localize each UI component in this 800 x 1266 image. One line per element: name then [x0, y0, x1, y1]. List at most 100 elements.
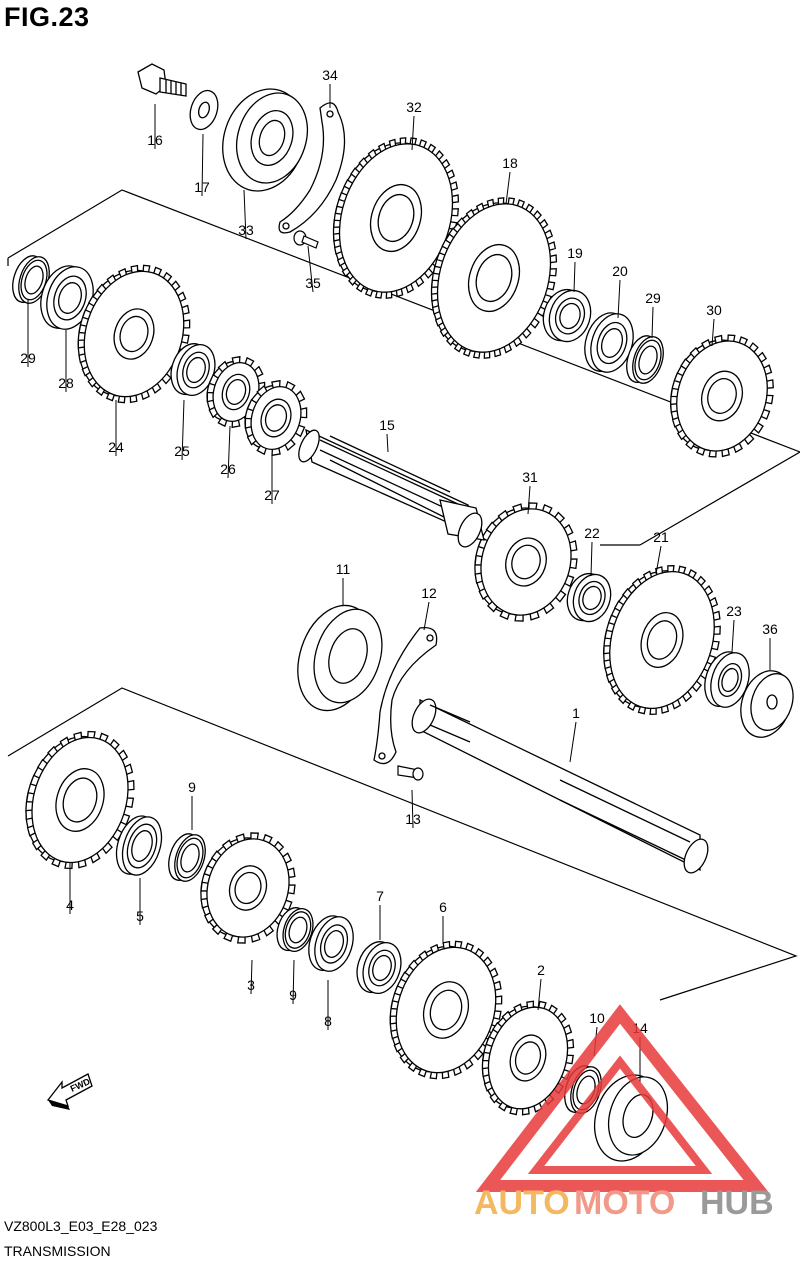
callout-label: 15 [379, 417, 395, 433]
callout-label: 24 [108, 439, 124, 455]
leader-line [201, 133, 204, 197]
watermark-hub: HUB [700, 1184, 774, 1222]
part-23-washer [704, 651, 750, 708]
part-19-bushing [542, 288, 592, 343]
part-9-circlip-b [276, 907, 314, 953]
part-8-washer [308, 915, 354, 972]
callout-label: 16 [147, 132, 163, 148]
leader-line [617, 279, 621, 319]
callout-label: 8 [324, 1013, 332, 1029]
callout-label: 26 [220, 461, 236, 477]
part-3-gear [200, 832, 296, 944]
leader-line [423, 601, 430, 631]
callout-label: 30 [706, 302, 722, 318]
part-11-bearing [297, 604, 383, 712]
callout-label: 29 [645, 290, 661, 306]
leader-line [292, 959, 295, 1005]
diagram-code: VZ800L3_E03_E28_023 [4, 1218, 158, 1234]
callout-group: 1234567899101112131415161718192021222324… [20, 67, 778, 1082]
callout-label: 20 [612, 263, 628, 279]
watermark-logo-icon [475, 1004, 769, 1192]
callout-label: 32 [406, 99, 422, 115]
part-17-washer [189, 89, 219, 131]
callout-label: 35 [305, 275, 321, 291]
part-31-gear [474, 502, 578, 622]
part-5-bushing [115, 815, 163, 876]
part-21-gear [603, 565, 721, 715]
callout-label: 22 [584, 525, 600, 541]
part-15-countershaft [298, 428, 485, 548]
leader-line [573, 261, 576, 293]
callout-label: 7 [376, 888, 384, 904]
part-30-gear [670, 334, 774, 458]
leader-line [527, 485, 531, 515]
callout-label: 12 [421, 585, 437, 601]
leader-line [651, 306, 654, 339]
part-33-bearing [222, 88, 308, 192]
leader-line [411, 789, 414, 829]
part-16-bolt [137, 63, 187, 97]
fwd-arrow-icon: FWD [46, 1073, 93, 1110]
part-6-gear [389, 940, 503, 1080]
watermark-auto: AUTO [474, 1184, 570, 1222]
callout-label: 19 [567, 245, 583, 261]
callout-label: 34 [322, 67, 338, 83]
leader-line [227, 425, 231, 479]
part-12-retainer [373, 626, 438, 765]
callout-label: 33 [238, 222, 254, 238]
callout-label: 9 [188, 779, 196, 795]
figure-title: FIG.23 [4, 2, 90, 32]
callout-label: 5 [136, 908, 144, 924]
leader-line [307, 245, 314, 293]
leader-line [243, 189, 247, 240]
part-18-gear [430, 197, 558, 359]
driveshaft-frame [7, 687, 798, 1001]
gear-group [12, 137, 774, 1116]
part-29-circlip-a [626, 335, 664, 384]
callout-label: 25 [174, 443, 190, 459]
part-1-driveshaft [411, 698, 709, 874]
part-9-circlip-a [168, 833, 206, 882]
callout-label: 3 [247, 977, 255, 993]
leader-line [386, 433, 389, 453]
callout-label: 2 [537, 962, 545, 978]
callout-label: 13 [405, 811, 421, 827]
callout-label: 10 [589, 1010, 605, 1026]
part-34-retainer [278, 102, 346, 234]
part-35-screw [293, 230, 319, 249]
leader-line [181, 399, 185, 461]
callout-label: 9 [289, 987, 297, 1003]
callout-label: 21 [653, 529, 669, 545]
part-36-cap [740, 670, 794, 738]
part-4-gear [25, 730, 135, 870]
callout-label: 27 [264, 487, 280, 503]
part-14-bearing [594, 1074, 669, 1162]
callout-label: 18 [502, 155, 518, 171]
leader-line [505, 171, 511, 205]
section-name: TRANSMISSION [4, 1243, 111, 1259]
watermark-moto: MOTO [574, 1184, 675, 1222]
part-13-screw [397, 765, 424, 781]
callout-label: 4 [66, 897, 74, 913]
leader-line [569, 721, 577, 763]
callout-label: 6 [439, 899, 447, 915]
part-25-bushing [170, 343, 216, 396]
part-24-gear [77, 264, 191, 404]
callout-label: 31 [522, 469, 538, 485]
part-22-bushing [566, 572, 612, 623]
callout-label: 29 [20, 350, 36, 366]
leader-line [411, 115, 415, 151]
part-32-gear [332, 137, 460, 299]
part-26-washer [206, 355, 266, 429]
leader-line [711, 318, 715, 347]
watermark-text: AUTO MOTO HUB [474, 1184, 774, 1222]
part-29-circlip-b [12, 255, 50, 304]
callout-label: 1 [572, 705, 580, 721]
countershaft-frame [7, 189, 800, 546]
part-2-gear [481, 1000, 575, 1116]
leader-line [537, 978, 542, 1011]
callout-label: 36 [762, 621, 778, 637]
leader-line [590, 541, 593, 577]
part-20-washer [584, 312, 634, 373]
